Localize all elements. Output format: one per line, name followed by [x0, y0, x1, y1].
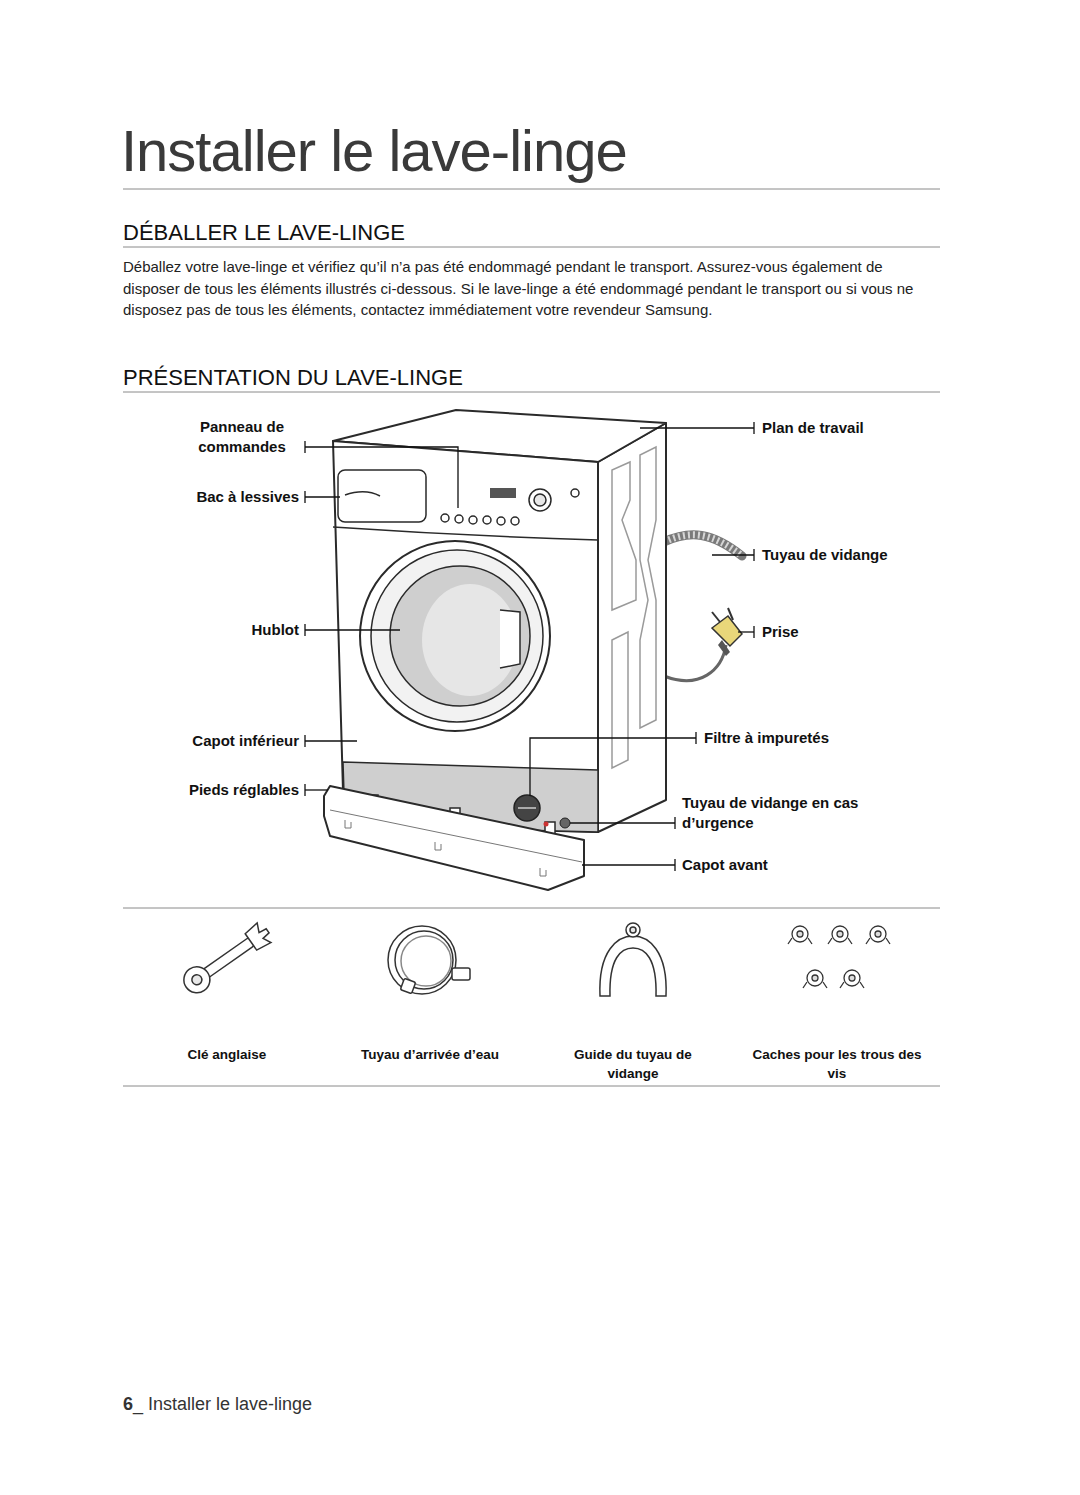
hose-guide-icon — [600, 923, 666, 996]
front-cover — [324, 786, 584, 890]
side-panel — [612, 447, 656, 768]
filter — [514, 795, 570, 828]
body-text: Déballez votre lave-linge et vérifiez qu… — [123, 256, 940, 321]
part-label: Plan de travail — [762, 418, 937, 438]
accessory-label: Clé anglaise — [147, 1045, 307, 1064]
accessory-label: Caches pour les trous des vis — [749, 1045, 925, 1083]
accessory-label: Tuyau d’arrivée d’eau — [330, 1045, 530, 1064]
page-title: Installer le lave-linge — [121, 122, 627, 180]
screw-cap-icons — [788, 926, 890, 988]
hose-coil-icon — [388, 926, 470, 994]
drain-hose — [664, 535, 742, 556]
part-label: Panneau de commandes — [185, 417, 299, 457]
accessory-label: Guide du tuyau de vidange — [558, 1045, 708, 1083]
part-label: Tuyau de vidange — [762, 545, 937, 565]
section-heading: DÉBALLER LE LAVE-LINGE — [123, 222, 940, 244]
control-panel — [333, 470, 598, 540]
part-label: Bac à lessives — [109, 487, 299, 507]
door — [360, 541, 550, 731]
part-label: Tuyau de vidange en cas d’urgence — [682, 793, 897, 833]
washer-body — [333, 410, 666, 832]
part-label: Filtre à impuretés — [704, 728, 924, 748]
part-label: Capot avant — [682, 855, 897, 875]
section-heading: PRÉSENTATION DU LAVE-LINGE — [123, 367, 940, 389]
part-label: Capot inférieur — [109, 731, 299, 751]
rule-lines — [123, 189, 940, 1086]
part-label: Hublot — [109, 620, 299, 640]
power-plug — [664, 608, 742, 681]
wrench-icon — [179, 920, 275, 998]
page-footer: 6_ Installer le lave-linge — [123, 1395, 312, 1413]
part-label: Pieds réglables — [109, 780, 299, 800]
part-label: Prise — [762, 622, 937, 642]
